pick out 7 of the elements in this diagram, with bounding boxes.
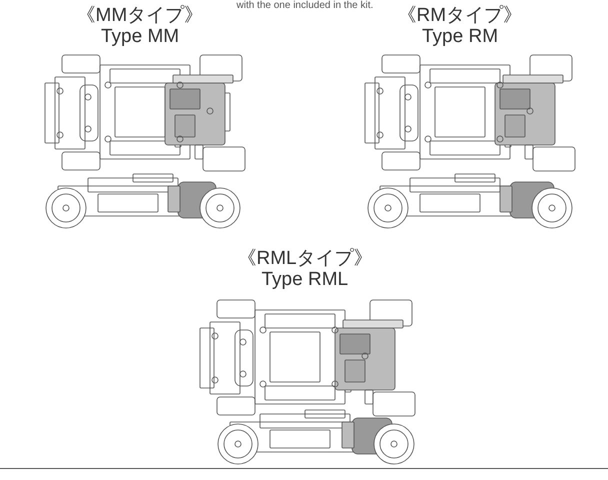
heading-english: Type MM bbox=[101, 27, 180, 47]
note-text: with the one included in the kit. bbox=[236, 0, 374, 11]
heading-japanese: 《MMタイプ》 bbox=[76, 6, 204, 26]
heading-japanese: 《RMLタイプ》 bbox=[238, 249, 373, 269]
heading-english: Type RML bbox=[262, 270, 348, 290]
heading-english: Type RM bbox=[422, 27, 498, 47]
heading-japanese: 《RMタイプ》 bbox=[398, 6, 522, 26]
